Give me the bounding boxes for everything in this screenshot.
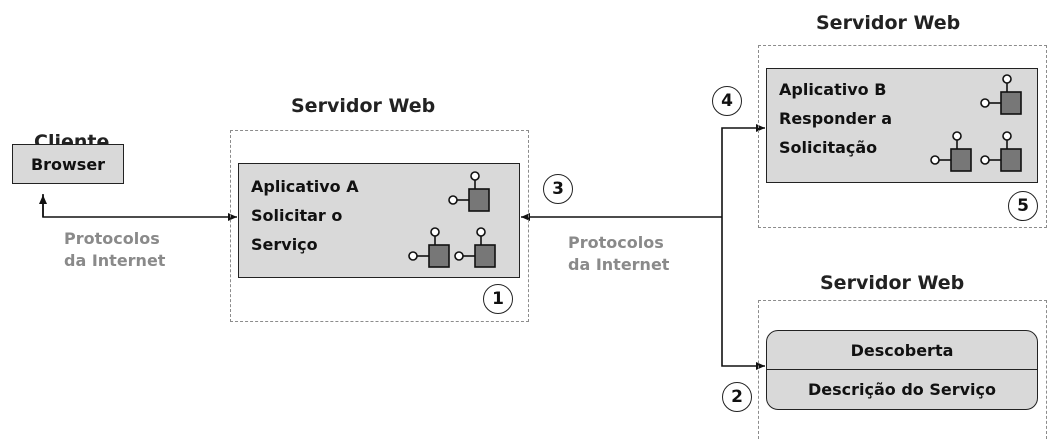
step-3-badge: 3 (543, 174, 573, 204)
component-icons-a (408, 171, 496, 268)
step-5-badge: 5 (1008, 191, 1038, 221)
application-b-line-1: Aplicativo B (779, 80, 887, 99)
component-icon (448, 171, 490, 212)
application-a-box: Aplicativo A Solicitar o Serviço (238, 163, 520, 278)
service-description-row: Descrição do Serviço (767, 370, 1037, 408)
component-icon (454, 227, 496, 268)
component-icon (408, 227, 450, 268)
application-b-text: Aplicativo B Responder a Solicitação (779, 75, 892, 162)
service-description-label: Descrição do Serviço (807, 379, 997, 399)
discovery-header: Descoberta (767, 331, 1037, 370)
component-icons-b (930, 74, 1022, 172)
discovery-box: Descoberta Descrição do Serviço (766, 330, 1038, 410)
component-icon (980, 74, 1022, 115)
server-c-title: Servidor Web (820, 272, 965, 294)
discovery-connector (721, 217, 765, 370)
server-a-container (230, 130, 529, 322)
application-a-text: Aplicativo A Solicitar o Serviço (251, 172, 359, 259)
browser-label: Browser (30, 154, 106, 174)
protocols-left-line-1: Protocolos (64, 229, 160, 248)
component-icon (930, 131, 972, 172)
protocols-left-line-2: da Internet (64, 251, 166, 270)
application-b-line-3: Solicitação (779, 138, 878, 157)
browser-connector (42, 194, 237, 221)
application-b-line-2: Responder a (779, 109, 893, 128)
discovery-label: Descoberta (850, 340, 954, 360)
browser-box: Browser (12, 144, 124, 184)
server-a-title: Servidor Web (291, 95, 436, 117)
application-b-box: Aplicativo B Responder a Solicitação (766, 68, 1038, 183)
server-b-title: Servidor Web (816, 12, 961, 34)
protocols-middle-label: Protocolos da Internet (568, 232, 669, 276)
server-b-connector (721, 124, 765, 217)
step-2-badge: 2 (722, 382, 752, 412)
protocols-middle-line-1: Protocolos (568, 233, 664, 252)
component-icon (980, 131, 1022, 172)
application-a-line-2: Solicitar o (251, 206, 343, 225)
step-1-badge: 1 (483, 284, 513, 314)
application-a-line-3: Serviço (251, 235, 318, 254)
application-a-line-1: Aplicativo A (251, 177, 359, 196)
protocols-middle-line-2: da Internet (568, 255, 670, 274)
protocols-left-label: Protocolos da Internet (64, 228, 165, 272)
step-4-badge: 4 (712, 86, 742, 116)
